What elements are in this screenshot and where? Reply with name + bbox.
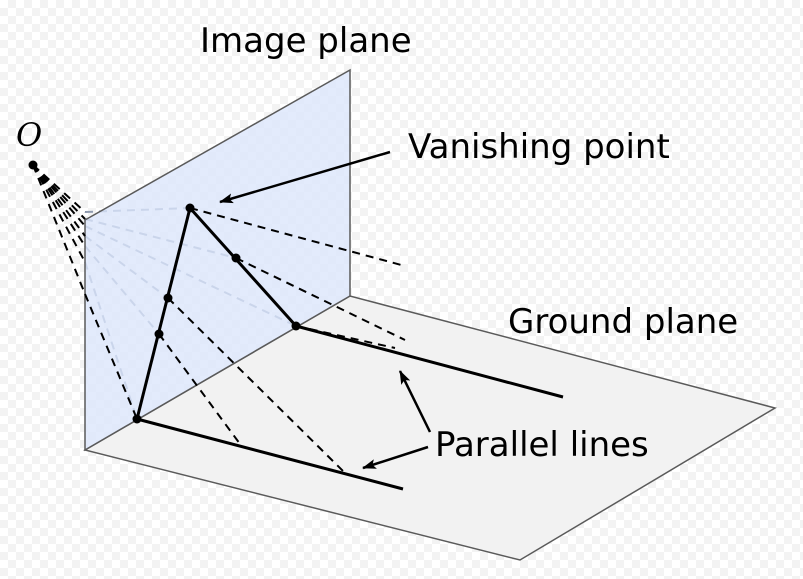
sight-line [32, 164, 86, 263]
sight-line [235, 257, 406, 341]
sight-line [32, 164, 86, 295]
projected-point [291, 321, 301, 331]
projected-line-near [135, 207, 192, 420]
ground-plane-label: Ground plane [508, 302, 738, 342]
sight-lines-front [32, 164, 406, 474]
parallel-lines-arrow-upper [398, 370, 432, 433]
sight-line [32, 164, 86, 227]
sight-line [84, 293, 138, 420]
sight-line [32, 164, 86, 247]
parallel-lines-label: Parallel lines [435, 425, 649, 465]
sight-line-to-horizon [189, 207, 406, 267]
sight-line [32, 164, 86, 220]
projected-point [154, 329, 164, 339]
parallel-lines-arrow-lower [362, 445, 429, 470]
image-plane [84, 68, 351, 452]
parallel-line-near [136, 417, 404, 491]
projected-point [231, 253, 241, 263]
projected-line-far [188, 206, 298, 328]
parallel-lines [136, 324, 564, 491]
projected-point [132, 414, 142, 424]
vanishing-point-label: Vanishing point [408, 127, 670, 167]
vanishing-point-dot [185, 203, 195, 213]
annotation-arrows [219, 150, 432, 470]
vanishing-point-arrow [219, 150, 391, 204]
sight-line [32, 164, 86, 237]
sight-line [158, 333, 241, 445]
observer-label: O [16, 116, 42, 154]
projected-point [163, 293, 173, 303]
projection-points [28, 160, 301, 424]
observer-point [28, 160, 38, 170]
sight-line [32, 164, 86, 213]
image-plane-label: Image plane [200, 21, 412, 61]
parallel-line-far [295, 324, 564, 399]
projected-lines [135, 206, 298, 420]
